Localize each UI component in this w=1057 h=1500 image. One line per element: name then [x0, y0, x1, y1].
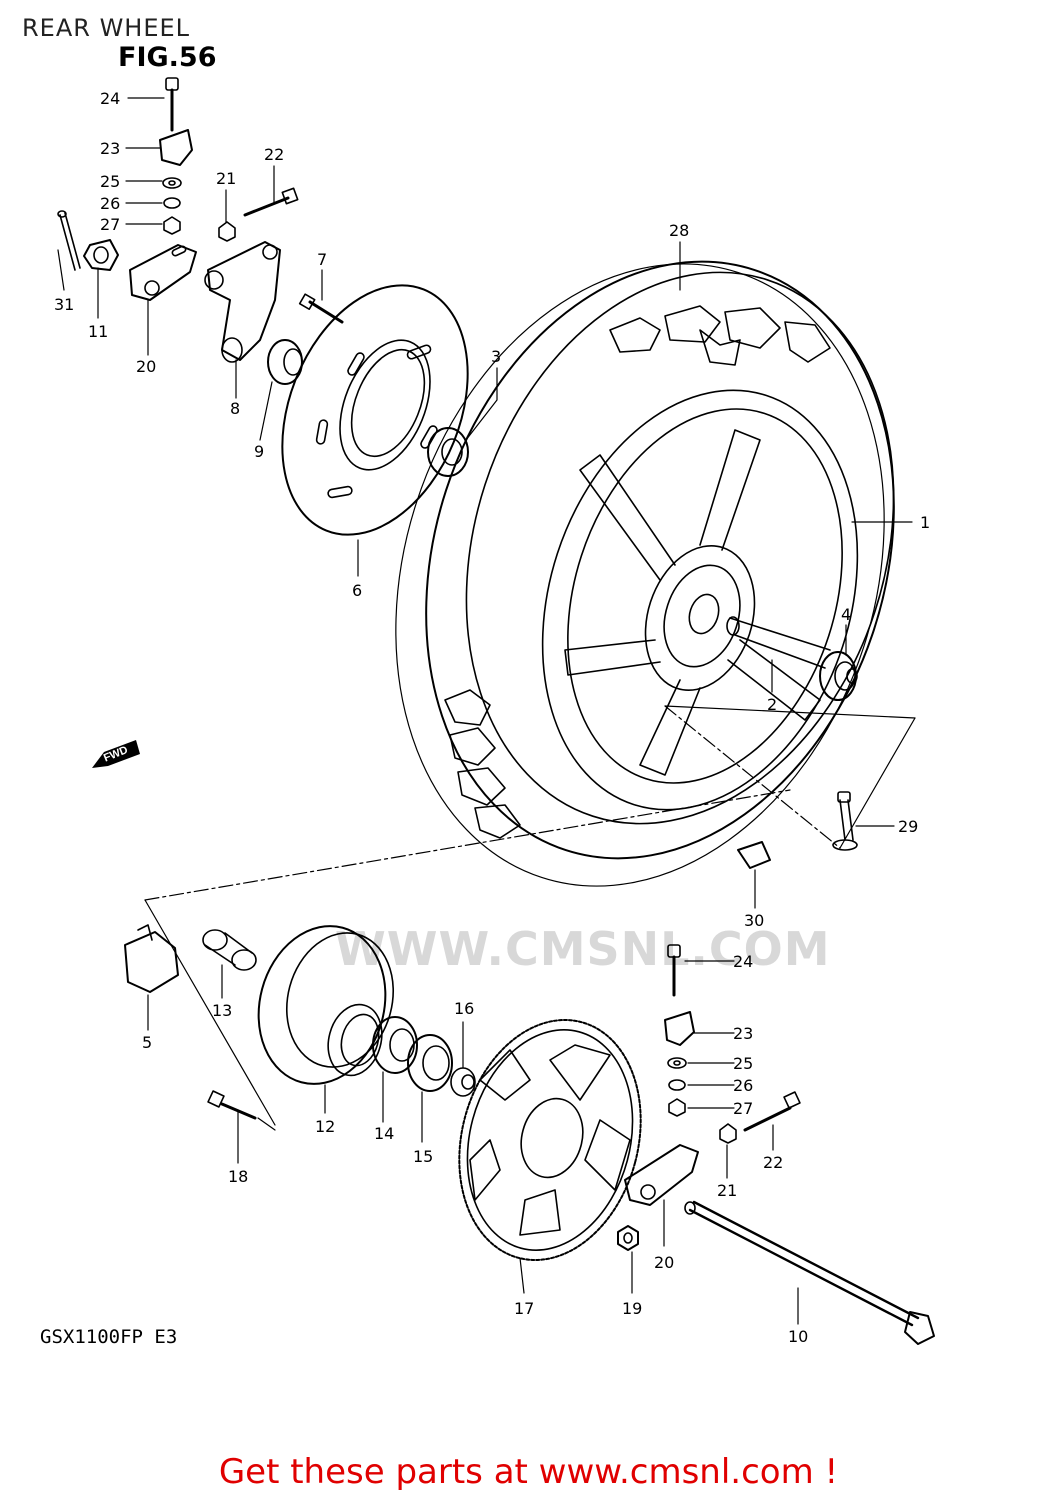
callout-1: 1 [920, 513, 930, 532]
torque-link-upper [129, 244, 197, 301]
callout-numbers-lower: 24 23 25 26 27 21 22 20 [654, 952, 783, 1272]
clamp-upper-23 [159, 129, 193, 166]
callout-25-upper: 25 [100, 172, 120, 191]
callout-24-upper: 24 [100, 89, 120, 108]
callout-30: 30 [744, 911, 764, 930]
callout-12: 12 [315, 1117, 335, 1136]
callout-5: 5 [142, 1033, 152, 1052]
balance-clip [737, 841, 771, 869]
callout-18: 18 [228, 1167, 248, 1186]
nut-upper-27 [163, 216, 181, 235]
bolt-lower-24 [667, 944, 681, 997]
callout-10: 10 [788, 1327, 808, 1346]
get-parts-link[interactable]: Get these parts at www.cmsnl.com ! [218, 1452, 839, 1492]
assembly-guide-lines [144, 705, 916, 1131]
callout-20-lower: 20 [654, 1253, 674, 1272]
washer-lower-25 [667, 1057, 687, 1069]
callout-14: 14 [374, 1124, 394, 1143]
washer-upper-25 [162, 177, 182, 189]
callout-24-lower: 24 [733, 952, 753, 971]
callout-3: 3 [491, 347, 501, 366]
callout-23-lower: 23 [733, 1024, 753, 1043]
sprocket-nut-19 [617, 1225, 639, 1251]
lockwasher-upper-26 [163, 197, 181, 209]
callout-26-lower: 26 [733, 1076, 753, 1095]
callout-2: 2 [767, 695, 777, 714]
disc-side-bearing [427, 427, 469, 477]
oil-seal [407, 1034, 453, 1092]
fwd-label: FWD [101, 744, 130, 765]
model-code: GSX1100FP E3 [40, 1326, 178, 1348]
nut-lower-27 [668, 1098, 686, 1117]
callout-27-lower: 27 [733, 1099, 753, 1118]
drive-boss-cap [124, 924, 179, 993]
bracket-collar [267, 339, 303, 385]
watermark-text: WWW.CMSNL.COM [335, 922, 831, 976]
callout-22-upper: 22 [264, 145, 284, 164]
callout-26-upper: 26 [100, 194, 120, 213]
callout-21-lower: 21 [717, 1181, 737, 1200]
axle-spacer [726, 616, 831, 669]
page-title: REAR WHEEL [22, 14, 191, 42]
callout-27-upper: 27 [100, 215, 120, 234]
callout-17: 17 [514, 1299, 534, 1318]
cotter-pin [57, 210, 81, 271]
callout-25-lower: 25 [733, 1054, 753, 1073]
fwd-arrow-icon [92, 740, 140, 768]
leader-lines [57, 97, 913, 1325]
callout-9: 9 [254, 442, 264, 461]
exploded-parts-diagram: 24 23 25 26 27 21 22 31 11 20 8 9 7 3 6 … [54, 77, 935, 1346]
callout-11: 11 [88, 322, 108, 341]
rear-axle [684, 1200, 935, 1345]
callout-22-lower: 22 [763, 1153, 783, 1172]
lockwasher-lower-26 [668, 1079, 686, 1091]
callout-4: 4 [841, 605, 851, 624]
callout-31: 31 [54, 295, 74, 314]
callout-13: 13 [212, 1001, 232, 1020]
callout-7: 7 [317, 250, 327, 269]
callout-20-upper: 20 [136, 357, 156, 376]
callout-15: 15 [413, 1147, 433, 1166]
callout-28: 28 [669, 221, 689, 240]
figure-label: FIG.56 [118, 42, 217, 73]
rear-wheel-rim [541, 389, 859, 811]
callout-21-upper: 21 [216, 169, 236, 188]
callout-23-upper: 23 [100, 139, 120, 158]
wheel-bearing-right [819, 651, 858, 701]
bolt-upper-24 [165, 77, 179, 132]
rear-sprocket [458, 1018, 642, 1262]
nut-lower-21 [719, 1123, 737, 1144]
sprocket-drum [257, 925, 395, 1085]
caliper-bracket [204, 241, 281, 363]
callout-19: 19 [622, 1299, 642, 1318]
hub-collar [202, 929, 257, 971]
clamp-lower-23 [664, 1011, 695, 1046]
bolt-lower-22 [743, 1091, 801, 1132]
rear-tire [395, 260, 895, 887]
disc-bolt-7 [298, 293, 344, 324]
castle-nut-upper [83, 239, 119, 271]
callout-6: 6 [352, 581, 362, 600]
torque-link-lower [624, 1144, 699, 1206]
nut-upper-21 [218, 221, 236, 242]
callout-29: 29 [898, 817, 918, 836]
callout-8: 8 [230, 399, 240, 418]
callout-numbers: 24 23 25 26 27 21 22 31 11 20 8 9 7 3 6 … [54, 89, 930, 1346]
bolt-upper-22 [243, 187, 299, 217]
callout-16: 16 [454, 999, 474, 1018]
